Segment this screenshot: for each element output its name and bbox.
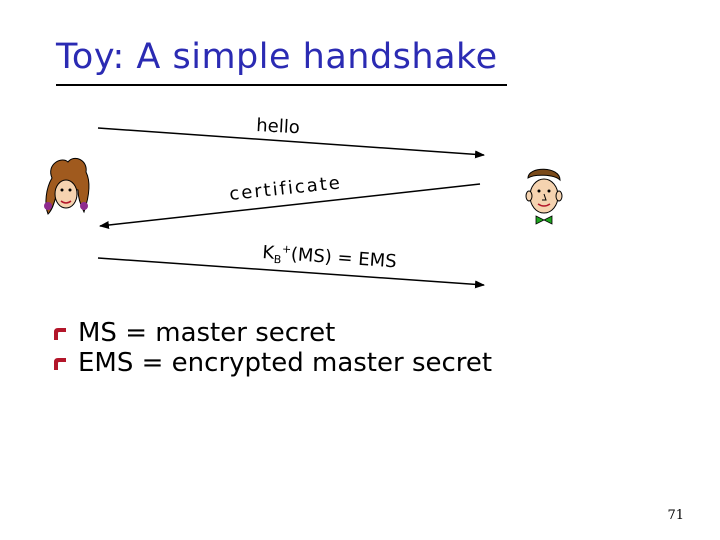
ems-label-rest: (MS) = EMS [290,244,397,272]
ems-label-sub: B [273,253,281,266]
ems-arrow [97,257,485,289]
ems-label-sup: + [282,242,292,256]
page-number: 71 [667,508,684,523]
man-face-icon [525,168,563,225]
bullet-marker-icon [54,358,66,370]
bullet-item: EMS = encrypted master secret [52,348,492,378]
hello-label: hello [256,115,301,138]
bullet-text: MS = master secret [78,318,336,348]
certificate-label: certificate [228,172,342,205]
bullet-item: MS = master secret [52,318,492,348]
bullet-marker-icon [54,328,66,340]
ems-label-k: K [262,242,276,264]
slide-title: Toy: A simple handshake [56,37,498,77]
bullet-text: EMS = encrypted master secret [78,348,493,378]
certificate-arrow [99,183,481,229]
handshake-diagram: hello certificate KB+(MS) = EMS [44,115,563,289]
woman-face-icon [44,157,90,215]
hello-arrow [97,127,485,159]
ems-label: KB+(MS) = EMS [262,241,398,274]
title-underline [56,84,507,86]
bullet-list: MS = master secret EMS = encrypted maste… [52,318,492,378]
